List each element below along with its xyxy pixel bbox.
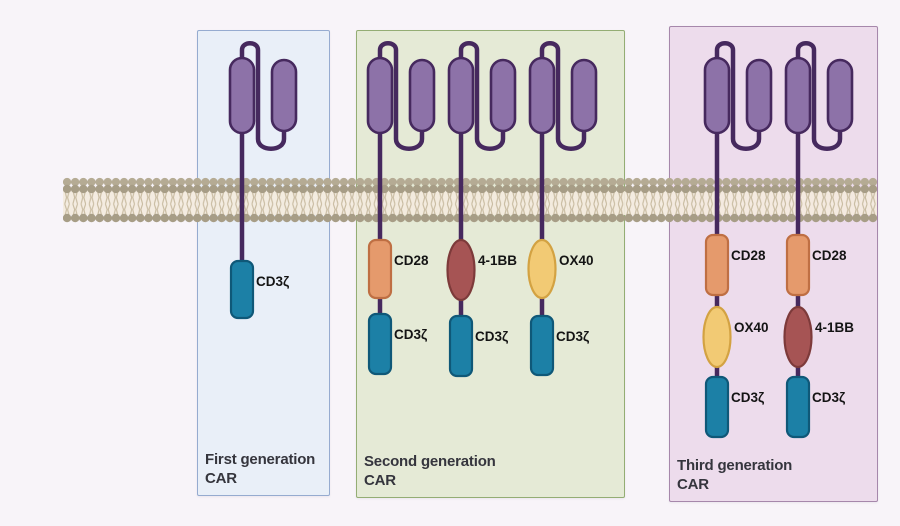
panel-third-label: Third generation CAR: [677, 456, 792, 494]
cell-membrane-lipid-bilayer: [63, 177, 877, 223]
panel-second-generation: Second generation CAR: [356, 30, 625, 498]
panel-third-generation: Third generation CAR: [669, 26, 878, 502]
panel-first-generation: First generation CAR: [197, 30, 330, 496]
panel-second-label-line2: CAR: [364, 472, 396, 489]
panel-second-label: Second generation CAR: [364, 452, 496, 490]
panel-third-label-line2: CAR: [677, 476, 709, 493]
panel-first-label-line1: First generation: [205, 451, 316, 468]
panel-third-label-line1: Third generation: [677, 457, 793, 474]
panel-second-label-line1: Second generation: [364, 453, 496, 470]
panel-first-label: First generation CAR: [205, 450, 315, 488]
panel-first-label-line2: CAR: [205, 470, 237, 487]
